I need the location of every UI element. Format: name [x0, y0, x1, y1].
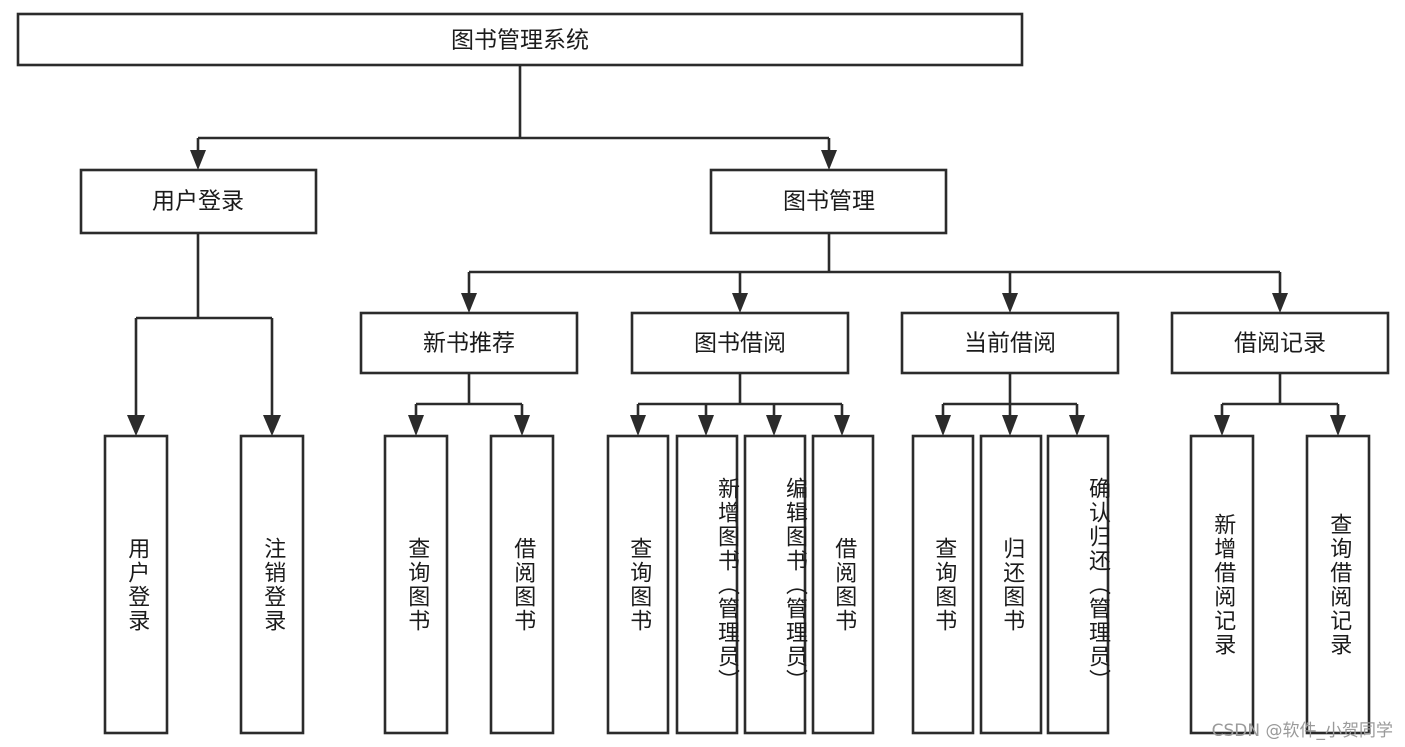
- leaf-box-borrow-2[interactable]: [675, 434, 739, 735]
- node-book-manage-label: 图书管理: [783, 189, 875, 215]
- watermark-text: CSDN @软件_小贺同学: [1211, 721, 1393, 741]
- node-new-book-recommend-box[interactable]: [359, 311, 579, 375]
- arrow-head-current-leaf-3: [1069, 415, 1085, 436]
- node-new-book-recommend-label: 新书推荐: [423, 331, 515, 357]
- leaf-box-current-3[interactable]: [1046, 434, 1110, 735]
- arrow-head-borrow-leaf-4: [834, 415, 850, 436]
- arrow-head-newbook-leaf-2: [514, 415, 530, 436]
- arrow-head-current-leaf-2: [1002, 415, 1018, 436]
- leaf-box-borrow-3[interactable]: [743, 434, 807, 735]
- leaf-box-new-book-1[interactable]: [383, 434, 449, 735]
- arrow-head-level3-3: [1002, 293, 1018, 313]
- leaf-box-record-1[interactable]: [1189, 434, 1255, 735]
- node-root-box[interactable]: [16, 12, 1024, 67]
- node-borrow-record-box[interactable]: [1170, 311, 1390, 375]
- node-current-borrow-box[interactable]: [900, 311, 1120, 375]
- leaf-box-user-login-2[interactable]: [239, 434, 305, 735]
- node-book-borrow[interactable]: 图书借阅: [630, 311, 850, 375]
- node-book-manage[interactable]: 图书管理: [709, 168, 948, 235]
- arrow-head-leaf-user-login-2: [263, 415, 281, 436]
- node-book-borrow-box[interactable]: [630, 311, 850, 375]
- arrow-head-level3-4: [1272, 293, 1288, 313]
- arrow-head-newbook-leaf-1: [408, 415, 424, 436]
- arrow-head-borrow-leaf-2: [698, 415, 714, 436]
- arrow-head-book-manage: [821, 150, 837, 170]
- node-book-manage-box[interactable]: [709, 168, 948, 235]
- node-user-login[interactable]: 用户登录: [79, 168, 318, 235]
- node-current-borrow-label: 当前借阅: [964, 331, 1056, 357]
- arrow-head-record-leaf-2: [1330, 415, 1346, 436]
- connector-group: [127, 65, 1346, 436]
- node-current-borrow[interactable]: 当前借阅: [900, 311, 1120, 375]
- node-user-login-box[interactable]: [79, 168, 318, 235]
- node-book-borrow-label: 图书借阅: [694, 331, 786, 357]
- node-borrow-record[interactable]: 借阅记录: [1170, 311, 1390, 375]
- leaf-box-user-login-1[interactable]: [103, 434, 169, 735]
- arrow-head-current-leaf-1: [935, 415, 951, 436]
- leaf-box-borrow-1[interactable]: [606, 434, 670, 735]
- arrow-head-borrow-leaf-3: [766, 415, 782, 436]
- node-new-book-recommend[interactable]: 新书推荐: [359, 311, 579, 375]
- leaf-box-new-book-2[interactable]: [489, 434, 555, 735]
- arrow-head-record-leaf-1: [1214, 415, 1230, 436]
- node-borrow-record-label: 借阅记录: [1234, 331, 1326, 357]
- leaf-box-borrow-4[interactable]: [811, 434, 875, 735]
- arrow-head-level3-2: [732, 293, 748, 313]
- node-root-label: 图书管理系统: [451, 28, 589, 54]
- arrow-head-borrow-leaf-1: [630, 415, 646, 436]
- arrow-head-level3-1: [461, 293, 477, 313]
- leaf-box-record-2[interactable]: [1305, 434, 1371, 735]
- node-root[interactable]: 图书管理系统: [16, 12, 1024, 67]
- leaf-box-current-2[interactable]: [979, 434, 1043, 735]
- node-user-login-label: 用户登录: [152, 189, 244, 215]
- leaf-box-current-1[interactable]: [911, 434, 975, 735]
- arrow-head-leaf-user-login-1: [127, 415, 145, 436]
- arrow-head-user-login: [190, 150, 206, 170]
